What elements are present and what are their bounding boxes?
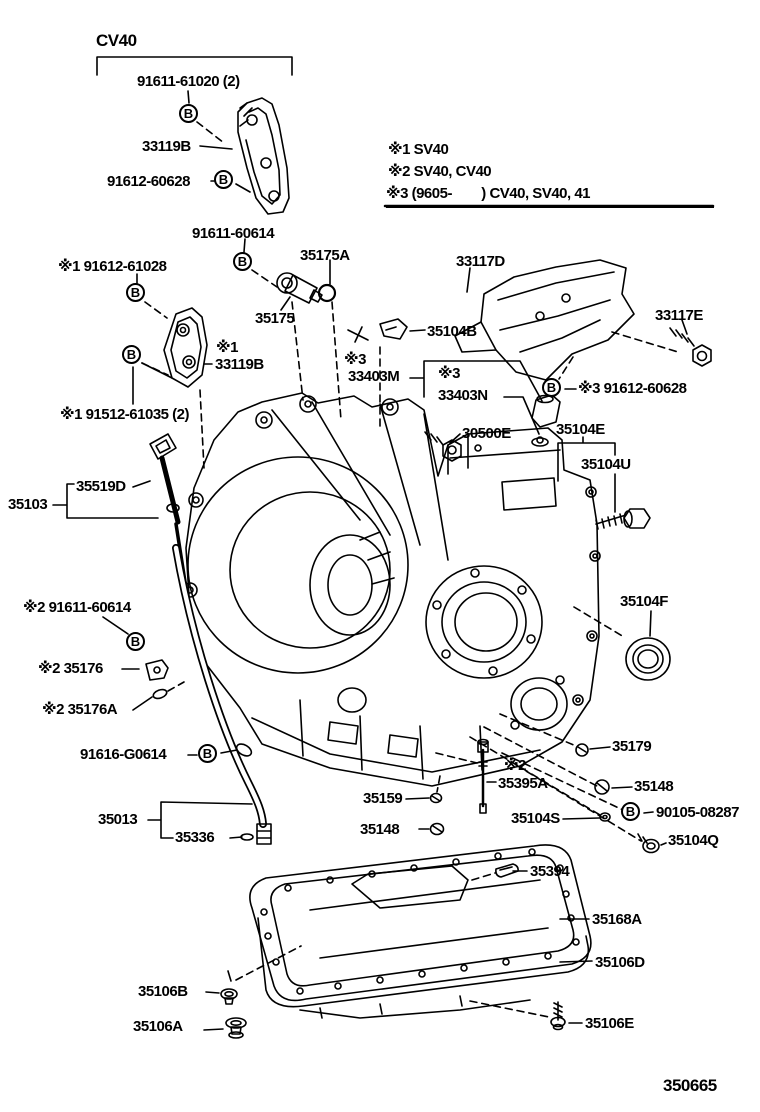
part-label-33117d: 33117D xyxy=(456,253,505,270)
part-label-91612-61028: ※1 91612-61028 xyxy=(58,258,167,275)
legend-line-3: ※3 (9605- ) CV40, SV40, 41 xyxy=(386,186,714,208)
fastener-symbol-b-2: B xyxy=(214,170,233,189)
part-label-35104b: 35104B xyxy=(427,323,477,340)
part-label-35106d: 35106D xyxy=(595,954,645,971)
part-label-35013: 35013 xyxy=(98,811,138,828)
part-label-33119b-mid: 33119B xyxy=(215,356,264,373)
fastener-symbol-b-6: B xyxy=(542,378,561,397)
bracket-33119b-top-drawing xyxy=(238,98,289,214)
part-label-91512-61035: ※1 91512-61035 (2) xyxy=(60,406,190,423)
part-label-33119b-mid-mark: ※1 xyxy=(216,339,238,356)
part-label-35106b: 35106B xyxy=(138,983,188,1000)
part-label-35168a: 35168A xyxy=(592,911,642,928)
transmission-case-drawing xyxy=(183,393,600,786)
part-label-35159: 35159 xyxy=(363,790,403,807)
pan-hardware-drawing xyxy=(221,989,565,1038)
part-label-35104e: 35104E xyxy=(556,421,605,438)
bracket-33119b-mid-drawing xyxy=(164,308,207,387)
bolt-30500e-drawing xyxy=(425,432,461,461)
part-label-35106a: 35106A xyxy=(133,1018,183,1035)
part-label-35179: 35179 xyxy=(612,738,652,755)
part-label-35176a: ※2 35176A xyxy=(42,701,118,718)
dipstick-and-tube-drawing xyxy=(150,434,271,844)
part-label-33403m: 33403M xyxy=(348,368,400,385)
part-label-35104u: 35104U xyxy=(581,456,631,473)
part-label-30500e: 30500E xyxy=(462,425,511,442)
fastener-symbol-b-5: B xyxy=(122,345,141,364)
part-label-35395a: 35395A xyxy=(498,775,548,792)
part-label-33403m-mark: ※3 xyxy=(344,351,366,368)
fastener-symbol-b-7: B xyxy=(126,632,145,651)
part-label-35104f: 35104F xyxy=(620,593,668,610)
bolt-33117e-drawing xyxy=(670,328,711,366)
dipstick-guide-parts-drawing xyxy=(146,660,168,700)
part-label-33119b-top: 33119B xyxy=(142,138,191,155)
part-label-35395a-mark: ※2 xyxy=(504,757,526,774)
part-label-35175: 35175 xyxy=(255,310,295,327)
part-label-35148-left: 35148 xyxy=(360,821,400,838)
part-label-35175a: 35175A xyxy=(300,247,350,264)
part-label-33403n: 33403N xyxy=(438,387,488,404)
part-label-35176: ※2 35176 xyxy=(38,660,103,677)
part-label-91616-g0614: 91616-G0614 xyxy=(80,746,167,763)
figure-number: 350665 xyxy=(663,1076,717,1095)
legend-line-2: ※2 SV40, CV40 xyxy=(388,163,492,180)
part-label-91612-60628-top: 91612-60628 xyxy=(107,173,190,190)
part-label-35148-right: 35148 xyxy=(634,778,674,795)
part-label-91611-60614-top: 91611-60614 xyxy=(192,225,275,242)
part-label-35519d: 35519D xyxy=(76,478,126,495)
part-label-35336: 35336 xyxy=(175,829,215,846)
legend-line-1: ※1 SV40 xyxy=(388,141,449,158)
bolt-35104u-drawing xyxy=(596,509,650,529)
part-label-35104s: 35104S xyxy=(511,810,560,827)
fastener-symbol-b-1: B xyxy=(179,104,198,123)
oil-pan-drawing xyxy=(250,845,591,1018)
part-label-33117e: 33117E xyxy=(655,307,703,324)
oil-seal-35104f-drawing xyxy=(626,638,670,680)
model-code-header: CV40 xyxy=(96,31,137,50)
part-label-33403n-mark: ※3 xyxy=(438,365,460,382)
part-label-35104q: 35104Q xyxy=(668,832,719,849)
part-label-90105-08287: 90105-08287 xyxy=(656,804,739,821)
part-label-35106e: 35106E xyxy=(585,1015,634,1032)
plugs-and-fasteners-drawing xyxy=(431,740,660,878)
part-label-91611-60614-mid: ※2 91611-60614 xyxy=(23,599,131,616)
dashed-reference-lines xyxy=(142,122,678,1017)
part-label-91612-60628-mid: ※3 91612-60628 xyxy=(578,380,687,397)
fastener-symbol-b-8: B xyxy=(198,744,217,763)
fastener-symbol-b-3: B xyxy=(233,252,252,271)
part-label-35394: 35394 xyxy=(530,863,570,880)
part-label-35103: 35103 xyxy=(8,496,48,513)
part-label-91611-61020: 91611-61020 (2) xyxy=(137,73,240,90)
fastener-symbol-b-4: B xyxy=(126,283,145,302)
fastener-symbol-b-9: B xyxy=(621,802,640,821)
clamp-35104b-drawing xyxy=(348,319,407,342)
sensor-35175-drawing xyxy=(277,273,335,303)
heat-shield-33117d-drawing xyxy=(455,260,634,380)
